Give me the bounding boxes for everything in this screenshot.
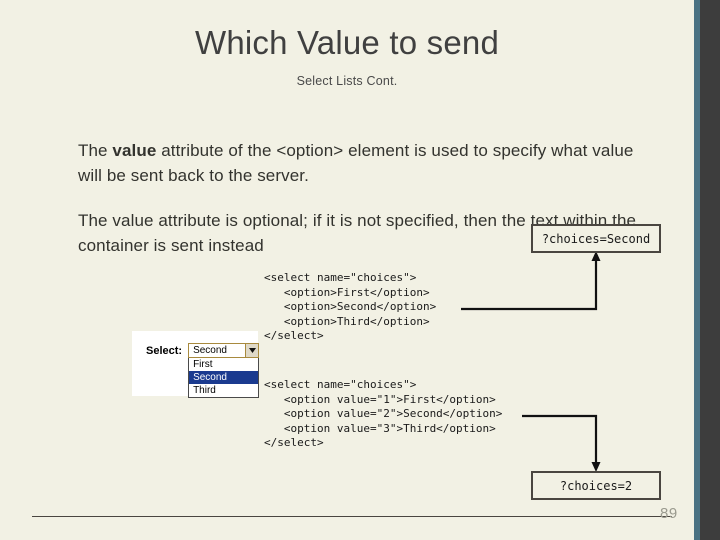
paragraph-1-suffix: attribute of the <option> element is use…: [78, 141, 634, 186]
callout-choices-two: ?choices=2: [531, 471, 661, 500]
select-selected-value: Second: [193, 345, 227, 356]
accent-bar-teal: [694, 0, 700, 540]
page-number: 89: [660, 505, 678, 522]
accent-bar-dark: [700, 0, 720, 540]
select-option-first[interactable]: First: [193, 359, 213, 370]
select-option-second[interactable]: Second: [189, 371, 259, 384]
paragraph-1-bold-term: value: [112, 141, 157, 160]
page-title: Which Value to send: [194, 24, 500, 61]
select-widget-inner: Select: Second First Second Third: [146, 343, 260, 398]
select-option-third[interactable]: Third: [193, 385, 216, 396]
dropdown-arrow-icon[interactable]: [245, 344, 259, 357]
select-closed-box[interactable]: Second: [188, 343, 260, 358]
select-dropdown[interactable]: Second First Second Third: [188, 343, 260, 398]
paragraph-2-text: The value attribute is optional; if it i…: [78, 211, 637, 256]
callout-choices-second: ?choices=Second: [531, 224, 661, 253]
paragraph-optional-attribute: The value attribute is optional; if it i…: [78, 208, 638, 258]
paragraph-value-attribute: The value attribute of the <option> elem…: [78, 138, 638, 188]
select-label: Select:: [146, 345, 183, 357]
paragraph-1-prefix: The: [78, 141, 113, 160]
code-block-without-value: <select name="choices"> <option>First</o…: [264, 271, 437, 342]
page-subtitle: Select Lists Cont.: [296, 74, 398, 88]
select-widget-illustration: Select: Second First Second Third: [132, 331, 260, 398]
code-block-with-value: <select name="choices"> <option value="1…: [264, 378, 503, 449]
footer-divider: [32, 516, 672, 517]
select-option-list[interactable]: First Second Third: [188, 358, 260, 398]
